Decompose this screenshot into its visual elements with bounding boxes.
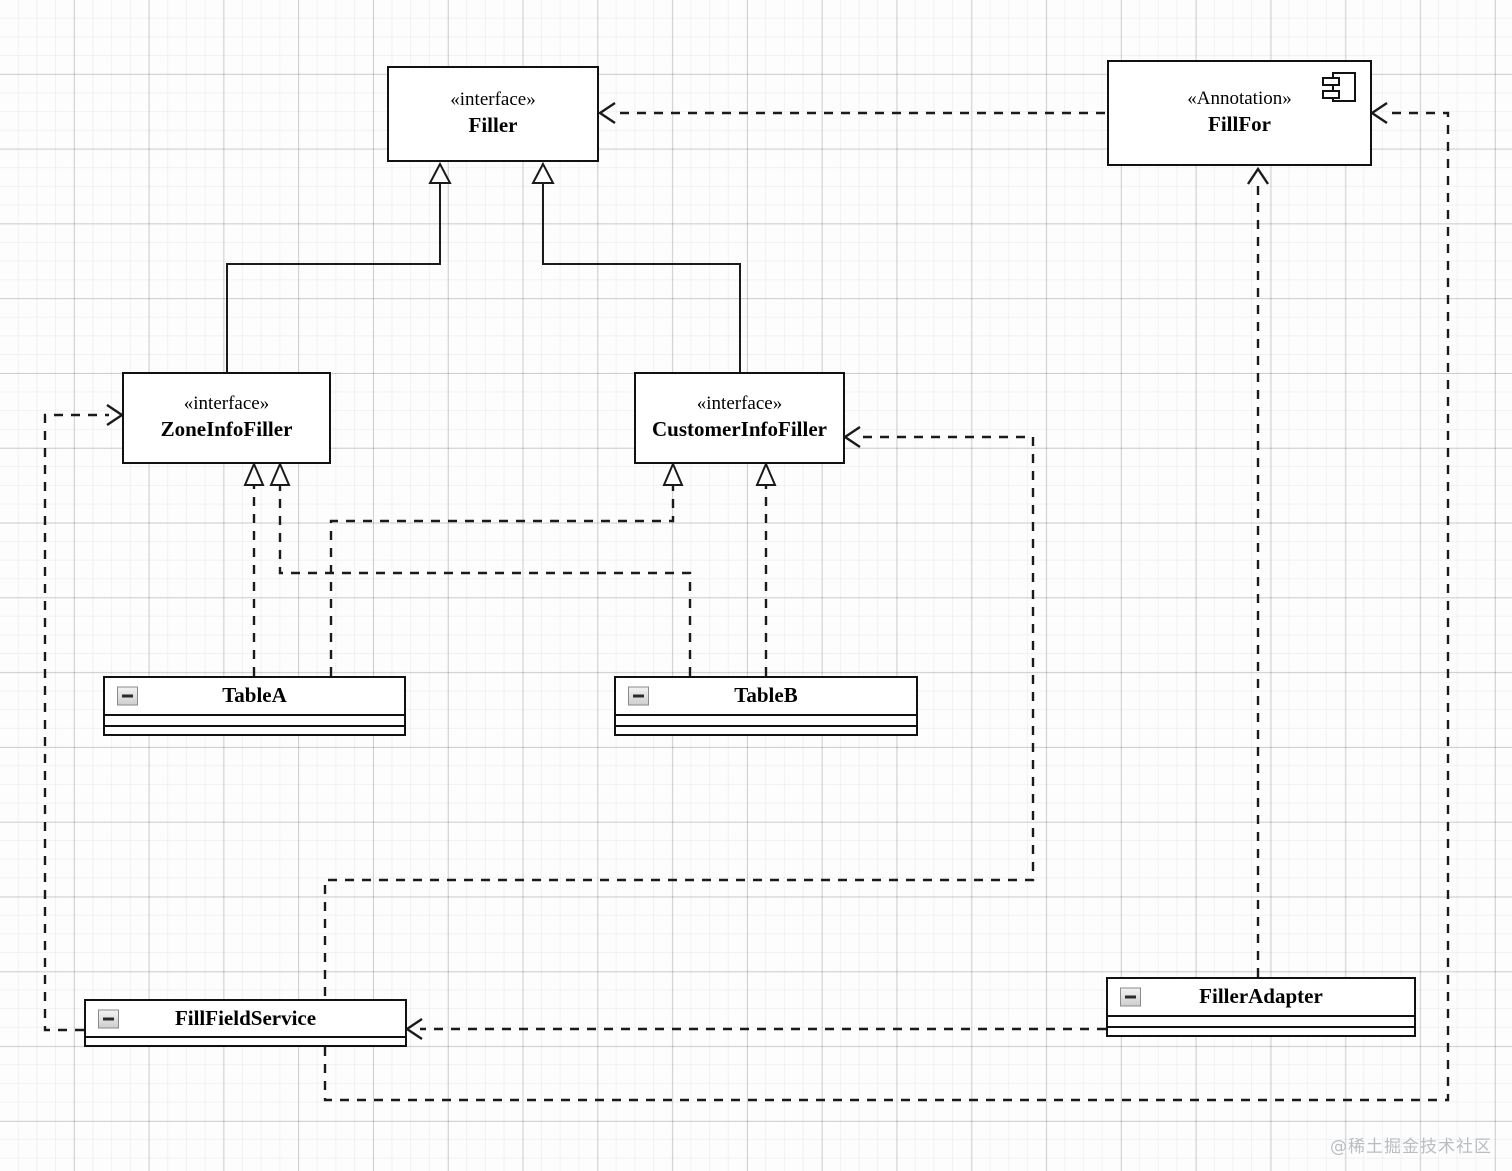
minus-icon[interactable] (98, 1009, 119, 1028)
edge-tablea-to-zoneinfofiller (243, 461, 265, 676)
node-fillfieldservice-title: FillFieldService (86, 1001, 405, 1036)
edge-filleradapter-to-fillfieldservice (404, 1018, 1106, 1040)
node-tableb-compartment-2 (616, 725, 916, 734)
node-customerinfofiller-name: CustomerInfoFiller (652, 417, 827, 442)
edge-fillfieldservice-to-fillfor (323, 102, 1450, 1102)
node-tableb[interactable]: TableB (614, 676, 918, 736)
node-tableb-compartment-1 (616, 714, 916, 725)
node-customerinfofiller[interactable]: «interface» CustomerInfoFiller (634, 372, 845, 464)
edge-fillfieldservice-to-customerinfofiller (323, 426, 1035, 1047)
node-tablea-name: TableA (222, 683, 287, 708)
minus-icon[interactable] (628, 686, 649, 706)
node-filler[interactable]: «interface» Filler (387, 66, 599, 162)
node-filleradapter-name: FillerAdapter (1199, 984, 1323, 1009)
node-fillfieldservice[interactable]: FillFieldService (84, 999, 407, 1047)
minus-icon[interactable] (1120, 987, 1141, 1007)
edge-zoneinfofiller-to-filler (226, 161, 452, 374)
node-tableb-name: TableB (734, 683, 798, 708)
node-zoneinfofiller-name: ZoneInfoFiller (160, 417, 293, 442)
node-zoneinfofiller-stereotype: «interface» (183, 393, 270, 415)
node-fillfieldservice-compartment-1 (86, 1036, 405, 1045)
watermark: @稀土掘金技术社区 (1330, 1137, 1492, 1157)
node-filleradapter-compartment-1 (1108, 1015, 1414, 1026)
node-fillfor-stereotype: «Annotation» (1187, 88, 1292, 110)
node-fillfor[interactable]: «Annotation» FillFor (1107, 60, 1372, 166)
node-tablea-compartment-2 (105, 725, 404, 734)
node-tablea-compartment-1 (105, 714, 404, 725)
edge-tableb-to-zoneinfofiller (269, 461, 692, 676)
node-filleradapter[interactable]: FillerAdapter (1106, 977, 1416, 1037)
node-tableb-title: TableB (616, 678, 916, 714)
edge-tablea-to-customerinfofiller (329, 461, 684, 676)
component-icon (1322, 72, 1356, 102)
node-fillfieldservice-name: FillFieldService (174, 1005, 317, 1030)
node-tablea[interactable]: TableA (103, 676, 406, 736)
edge-customerinfofiller-to-filler (531, 161, 741, 374)
node-zoneinfofiller[interactable]: «interface» ZoneInfoFiller (122, 372, 331, 464)
edge-tableb-to-customerinfofiller (755, 461, 777, 676)
node-tablea-title: TableA (105, 678, 404, 714)
node-customerinfofiller-stereotype: «interface» (696, 393, 783, 415)
minus-icon[interactable] (117, 686, 138, 706)
node-filler-stereotype: «interface» (450, 89, 536, 111)
node-filler-name: Filler (468, 113, 518, 138)
node-fillfor-name: FillFor (1208, 112, 1271, 137)
edge-filleradapter-to-fillfor (1247, 166, 1269, 977)
node-filleradapter-compartment-2 (1108, 1026, 1414, 1035)
node-filleradapter-title: FillerAdapter (1108, 979, 1414, 1015)
edge-fillfor-to-filler (597, 102, 1105, 124)
